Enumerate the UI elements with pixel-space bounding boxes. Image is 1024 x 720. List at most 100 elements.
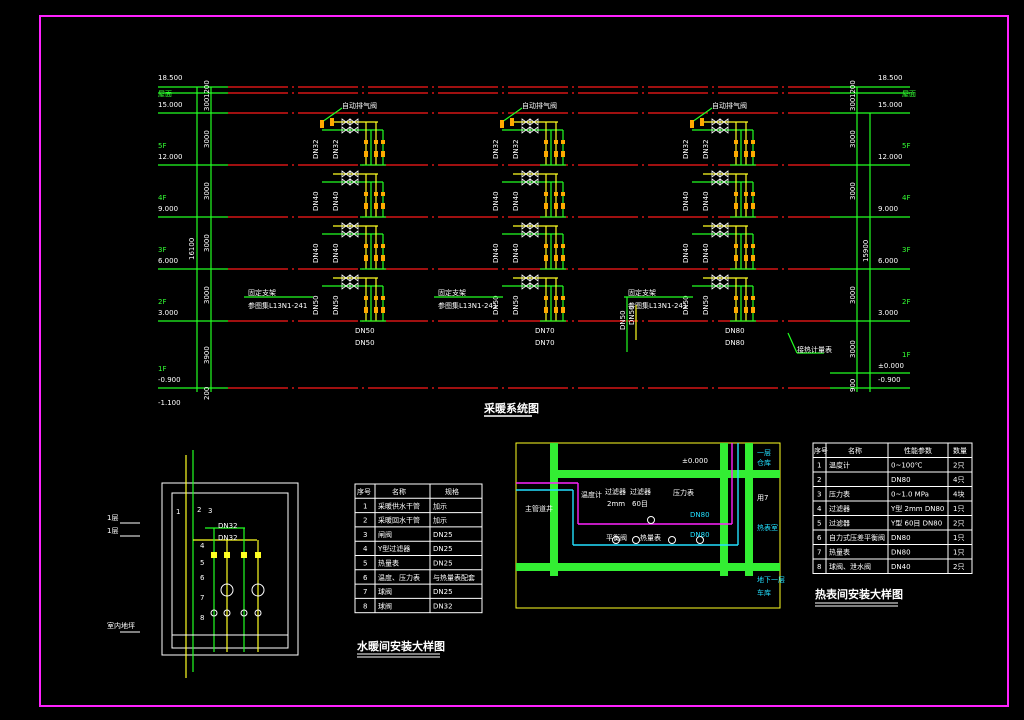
floor-tag-left: 2F — [158, 298, 166, 306]
drawing-frame — [39, 15, 1009, 707]
valve-icon — [751, 307, 755, 313]
floor-tag-left: 5F — [158, 142, 166, 150]
air-vent-label: 自动排气阀 — [712, 101, 747, 110]
valve-icon — [374, 296, 378, 300]
air-vent-icon — [510, 118, 514, 126]
valve-icon — [544, 244, 548, 248]
valve-icon — [554, 192, 558, 196]
pipe-size-label: DN32 — [312, 139, 320, 159]
valve-icon — [381, 192, 385, 196]
valve-icon — [554, 307, 558, 313]
support-reference: 参图集L13N1-241 — [628, 301, 687, 310]
valve-icon — [544, 192, 548, 196]
table-cell: 球阀 — [378, 601, 392, 610]
table-cell: 6 — [363, 574, 368, 582]
table-cell: 0~100℃ — [891, 462, 923, 470]
dimension-text: 3900 — [203, 346, 211, 364]
heat-room-level-label: ±0.000 — [682, 457, 708, 465]
valve-icon — [364, 244, 368, 248]
table-border — [354, 483, 483, 614]
floor-tag-left: 3F — [158, 246, 166, 254]
callout-number: 4 — [200, 542, 205, 550]
table-cell: 2 — [363, 517, 367, 525]
air-vent-icon — [500, 120, 504, 128]
level-label-left: 6.000 — [158, 257, 178, 265]
table-cell: 6 — [817, 534, 822, 542]
main-pipe-size: DN70 — [535, 327, 555, 335]
gate-valve-icon — [349, 126, 359, 134]
valve-icon — [751, 203, 755, 209]
pipe-size-label: DN50 — [682, 295, 690, 315]
valve-icon — [374, 244, 378, 248]
valve-icon — [211, 552, 217, 558]
valve-icon — [381, 255, 385, 261]
heating-system-diagram: 18.50015.00012.0009.0006.0003.000-0.900-… — [158, 74, 916, 407]
table-cell: 热量表 — [378, 559, 399, 568]
valve-icon — [544, 203, 548, 209]
level-label-right: 9.000 — [878, 205, 898, 213]
gate-valve-icon — [349, 282, 359, 290]
table-cell: Y型 2mm DN80 — [890, 504, 944, 513]
pipe-size-label: DN40 — [332, 191, 340, 211]
table-cell: 1只 — [953, 534, 964, 542]
pipe-size-label: DN40 — [682, 243, 690, 263]
table-cell: 5 — [363, 560, 367, 568]
heat-room-floor1-label: 一层 — [757, 449, 771, 457]
valve-icon — [381, 307, 385, 313]
gate-valve-icon — [349, 170, 359, 178]
table-cell: DN32 — [433, 602, 453, 610]
level-label-right: ±0.000 — [878, 362, 904, 370]
gate-valve-icon — [529, 118, 539, 126]
dimension-text: 3000 — [203, 130, 211, 148]
air-vent-icon — [700, 118, 704, 126]
valve-icon — [561, 244, 565, 248]
table-cell: DN25 — [433, 531, 453, 539]
table-cell: 热量表 — [829, 548, 850, 557]
gauge-icon — [632, 536, 640, 544]
floor-tag-right: 2F — [902, 298, 910, 306]
level-label-left: -0.900 — [158, 376, 181, 384]
table-cell: 采暖回水干管 — [378, 516, 420, 525]
pipe-size-label: DN40 — [512, 243, 520, 263]
valve-icon — [374, 203, 378, 209]
dimension-text: 900 — [849, 379, 857, 392]
valve-icon — [744, 307, 748, 313]
air-vent-leader — [501, 107, 523, 123]
table-cell: Y型 60目 DN80 — [890, 519, 942, 528]
dimension-text: 3000 — [849, 286, 857, 304]
valve-icon — [751, 140, 755, 144]
heat-room-thermo-label: 温度计 — [581, 490, 602, 499]
ball-valve-icon — [254, 609, 262, 617]
level-label-right: 3.000 — [878, 309, 898, 317]
gate-valve-icon — [529, 170, 539, 178]
table-cell: 4块 — [953, 490, 964, 499]
gate-valve-icon — [349, 178, 359, 186]
main-pipe-size: DN70 — [535, 339, 555, 347]
level-label-right: 6.000 — [878, 257, 898, 265]
level-label-left: 12.000 — [158, 153, 183, 161]
level-label: 室内地坪 — [107, 621, 135, 630]
table-cell: Y型过滤器 — [377, 544, 410, 553]
table-cell: 8 — [817, 563, 821, 571]
dimension-text: 1200 — [203, 80, 211, 98]
gauge-icon — [647, 516, 655, 524]
valve-icon — [744, 296, 748, 300]
table-header: 数量 — [953, 446, 967, 455]
heat-room-dn1-label: DN80 — [690, 511, 710, 519]
heat-room-balance-label: 平衡阀 — [606, 533, 627, 542]
table-cell: 4 — [363, 545, 368, 553]
table-cell: 闸阀 — [378, 530, 392, 539]
floor-tag-left: 1F — [158, 365, 166, 373]
air-vent-icon — [320, 120, 324, 128]
table-cell: 过滤器 — [829, 519, 850, 528]
table-cell: DN80 — [891, 476, 911, 484]
main-pipe-size: DN80 — [725, 339, 745, 347]
ball-valve-icon — [240, 609, 248, 617]
heat-room-meter-label: 热量表 — [640, 533, 661, 542]
table-cell: 7 — [363, 588, 367, 596]
heat-room-filter2-spec-label: 60目 — [632, 500, 648, 508]
main-pipe-size: DN50 — [355, 339, 375, 347]
fixed-support-label: 固定支架 — [438, 288, 466, 297]
